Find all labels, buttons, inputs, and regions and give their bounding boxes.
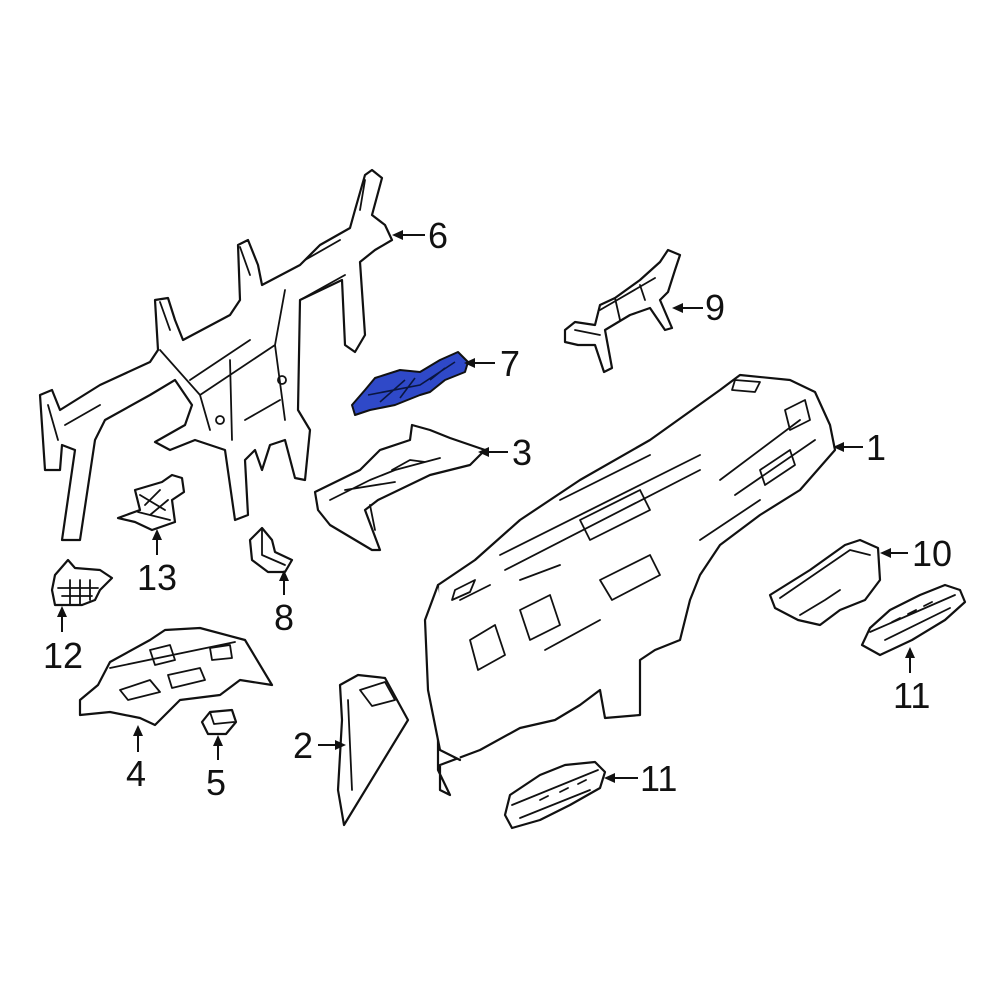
callout-6: 6 bbox=[428, 215, 448, 256]
callout-4: 4 bbox=[126, 753, 146, 794]
part-8-clip[interactable] bbox=[248, 526, 294, 574]
part-3-panel[interactable] bbox=[313, 423, 487, 552]
part-4-lower-panel[interactable] bbox=[78, 626, 274, 727]
callout-8: 8 bbox=[274, 597, 294, 638]
callout-labels: 6 7 9 3 1 10 11 11 13 8 12 4 5 2 bbox=[43, 215, 952, 803]
callout-5: 5 bbox=[206, 762, 226, 803]
part-1-instrument-panel[interactable] bbox=[423, 373, 837, 797]
part-2-side-trim[interactable] bbox=[336, 673, 410, 827]
callout-7: 7 bbox=[500, 343, 520, 384]
callout-11-bottom: 11 bbox=[640, 758, 677, 799]
part-12-bracket[interactable] bbox=[50, 558, 114, 607]
part-5-clip[interactable] bbox=[200, 708, 238, 736]
callout-9: 9 bbox=[705, 287, 725, 328]
callout-11-right: 11 bbox=[893, 675, 930, 716]
part-6-cross-car-beam[interactable] bbox=[38, 168, 394, 542]
part-10-module[interactable] bbox=[768, 538, 882, 627]
part-13-bracket[interactable] bbox=[116, 473, 186, 532]
callout-1: 1 bbox=[866, 427, 886, 468]
callout-2: 2 bbox=[293, 725, 313, 766]
callout-3: 3 bbox=[512, 432, 532, 473]
part-11-switch-panel-bottom[interactable] bbox=[503, 760, 607, 830]
part-9-bracket[interactable] bbox=[563, 248, 682, 374]
callout-13: 13 bbox=[137, 557, 177, 598]
callout-12: 12 bbox=[43, 635, 83, 676]
part-11-switch-panel-right[interactable] bbox=[860, 583, 967, 657]
part-7-highlighted-bracket[interactable] bbox=[351, 351, 469, 416]
callout-10: 10 bbox=[912, 533, 952, 574]
leader-lines bbox=[57, 230, 915, 783]
